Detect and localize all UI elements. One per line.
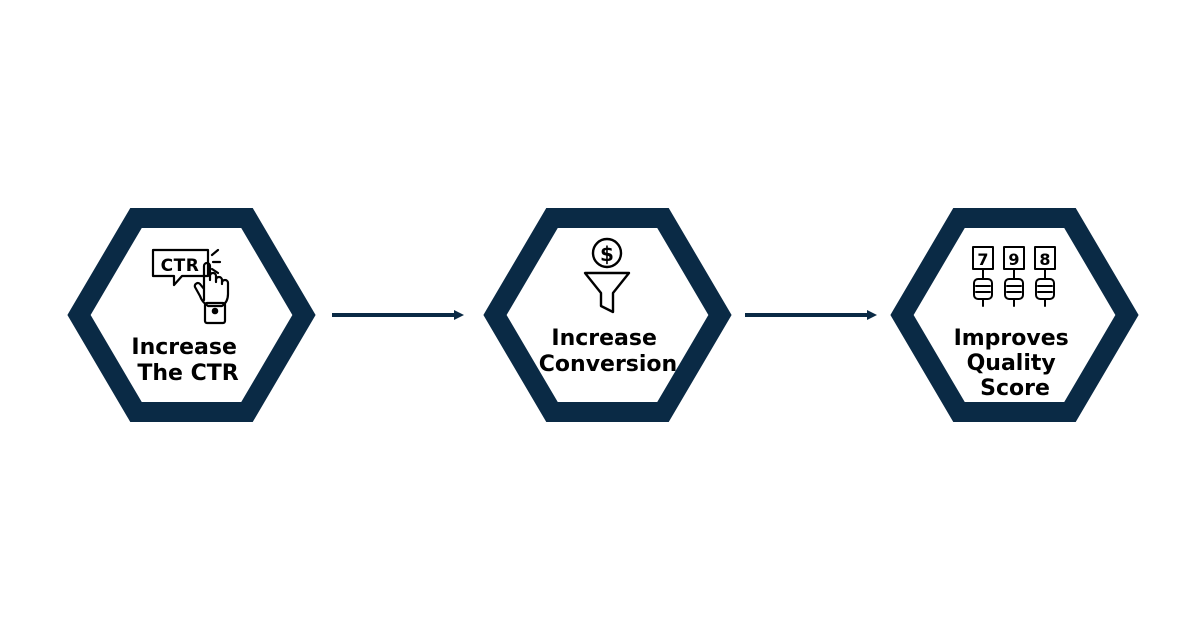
step-label-2-line-2: Conversion xyxy=(539,352,677,377)
step-label-1: Increase The CTR xyxy=(131,335,244,386)
step-label-2-line-1: Increase xyxy=(551,326,657,351)
step-label-3: Improves Quality Score xyxy=(954,326,1077,401)
dollar-funnel-icon: $ xyxy=(583,237,631,314)
score-card-2-label: 9 xyxy=(1008,250,1019,269)
step-improves-quality-score: 7 9 8 Improves Quality S xyxy=(890,208,1139,422)
hexagon-3 xyxy=(890,208,1139,422)
step-label-3-line-1: Improves xyxy=(954,326,1069,351)
step-label-2: Increase Conversion xyxy=(539,326,677,377)
score-card-3-label: 8 xyxy=(1039,250,1050,269)
step-label-1-line-1: Increase xyxy=(131,335,237,360)
ctr-icon-label: CTR xyxy=(161,256,200,276)
step-label-1-line-2: The CTR xyxy=(137,361,238,386)
score-cards-icon: 7 9 8 xyxy=(972,246,1056,307)
hexagon-1 xyxy=(67,208,316,422)
dollar-icon-label: $ xyxy=(600,242,614,266)
ctr-click-icon: CTR xyxy=(151,248,230,325)
score-card-1-label: 7 xyxy=(977,250,988,269)
hexagon-2 xyxy=(483,208,732,422)
step-label-3-line-2: Quality xyxy=(967,351,1056,376)
step-increase-ctr: CTR Increase The CTR xyxy=(67,208,316,422)
step-label-3-line-3: Score xyxy=(980,376,1050,401)
step-increase-conversion: $ Increase Conversion xyxy=(483,208,732,422)
